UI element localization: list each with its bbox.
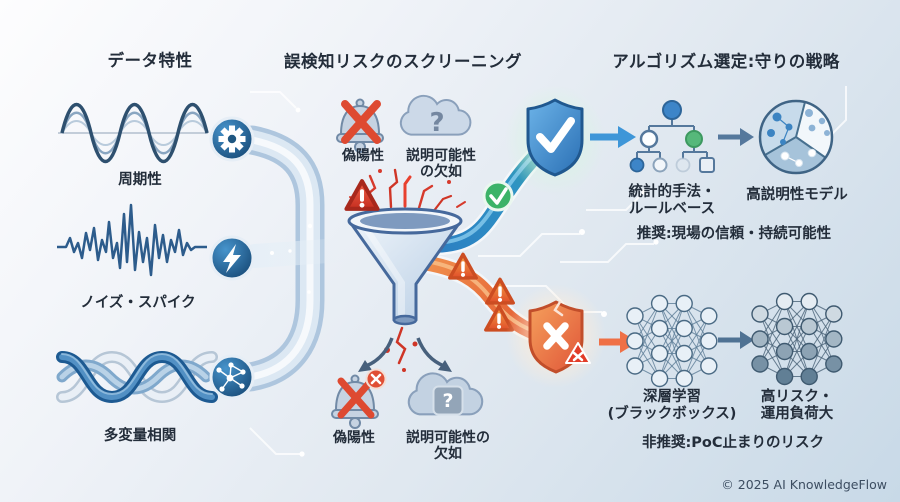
label-false-positive-top: 偽陽性: [342, 148, 384, 164]
label-multivariate-correlation: 多変量相関: [103, 428, 177, 444]
explainable-model-icon: [758, 99, 834, 175]
label-explainability-lack-bottom: 説明可能性の 欠如: [406, 430, 490, 463]
check-circle-icon: [482, 180, 514, 212]
label-high-risk-load: 高リスク・ 運用負荷大: [760, 389, 834, 422]
label-periodicity: 周期性: [118, 172, 162, 188]
noise-spike-graphic: [57, 203, 207, 277]
svg-text:?: ?: [442, 390, 453, 412]
broken-shield-icon: [506, 284, 606, 388]
sine-wave-graphic: [58, 102, 209, 164]
copyright-text: © 2025 AI KnowledgeFlow: [721, 477, 887, 492]
label-false-positive-bottom: 偽陽性: [333, 430, 375, 446]
flow-arrow-safe-1: [590, 126, 636, 148]
note-recommended: 推奨:現場の信頼・持続可能性: [636, 226, 832, 242]
network-icon: [209, 354, 255, 400]
label-noise-spike: ノイズ・スパイク: [80, 295, 196, 311]
branch-arrows: [358, 337, 452, 372]
label-high-explainability-model: 高説明性モデル: [746, 187, 848, 203]
label-statistical-rule-based: 統計的手法・ ルールベース: [628, 184, 716, 217]
heading-data-characteristics: データ特性: [107, 51, 193, 70]
bell-alert-icon-bottom: [331, 368, 387, 429]
cloud-question-icon-bottom: ?: [407, 372, 484, 416]
note-not-recommended: 非推奨:PoC止まりのリスク: [641, 435, 825, 451]
funnel-drip: [384, 326, 418, 372]
bell-alert-icon-top: [336, 98, 384, 153]
label-explainability-lack-top: 説明可能性 の欠如: [406, 148, 476, 181]
label-deep-learning-blackbox: 深層学習 (ブラックボックス): [607, 389, 737, 422]
cloud-question-icon-top: ?: [399, 94, 472, 138]
neural-network-icon-dark: [751, 292, 843, 386]
flow-arrow-safe-2: [718, 128, 754, 146]
decision-tree-icon: [629, 100, 715, 173]
heading-algorithm-selection: アルゴリズム選定:守りの戦略: [612, 52, 840, 71]
braid-graphic: [56, 350, 218, 404]
input-pipes: [235, 125, 354, 392]
check-shield-icon: [505, 85, 605, 195]
svg-text:?: ?: [429, 108, 444, 138]
gear-icon: [209, 116, 255, 162]
heading-risk-screening: 誤検知リスクのスクリーニング: [284, 52, 522, 71]
funnel-icon: [347, 168, 466, 372]
neural-network-icon-light: [626, 294, 718, 388]
lightning-icon: [209, 235, 255, 281]
flow-arrow-risk-2: [718, 331, 754, 349]
